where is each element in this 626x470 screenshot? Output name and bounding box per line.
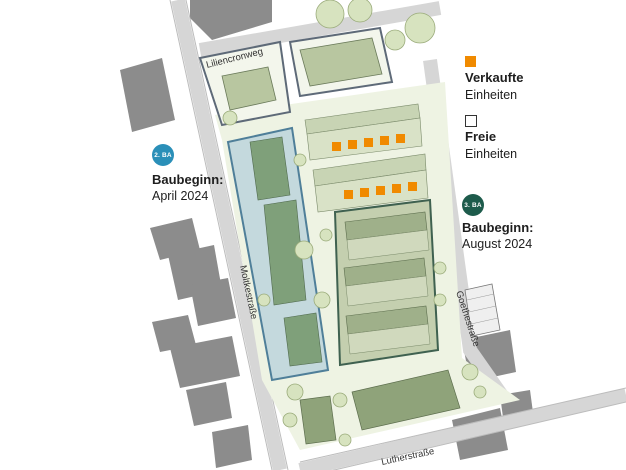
sold-unit-marker [344,190,353,199]
sold-unit-marker [364,138,373,147]
legend-sold-swatch [465,56,476,67]
tree [257,293,271,307]
legend-free-title: Freie [465,129,497,144]
tree [384,29,406,51]
tree [222,110,238,126]
legend-sold-title: Verkaufte [465,70,524,85]
sold-unit-marker [408,182,417,191]
sold-unit-marker [376,186,385,195]
phase3-area [333,198,440,367]
phase2-date: April 2024 [152,189,209,203]
tree [294,240,314,260]
tree [347,0,373,23]
tree [433,293,447,307]
block-liliencronweg [198,26,394,127]
tree [473,385,487,399]
tree [282,412,298,428]
tree [293,153,307,167]
tree [319,228,333,242]
trees [222,0,487,447]
lower-buildings [299,369,461,445]
tree [338,433,352,447]
tree [315,0,345,29]
tree [461,363,479,381]
phase2-area [226,126,330,382]
tree [332,392,348,408]
tree [433,261,447,275]
legend-free-sub: Einheiten [465,147,518,161]
sold-unit-marker [332,142,341,151]
legend-free-swatch [465,115,477,127]
legend-sold-sub: Einheiten [465,88,518,102]
phase3-title: Baubeginn: [462,220,534,235]
sold-units [332,134,417,199]
phase3-date: August 2024 [462,237,533,251]
sold-unit-marker [396,134,405,143]
tree [286,383,304,401]
sold-unit-marker [348,140,357,149]
sold-unit-marker [380,136,389,145]
phase2-badge: 2. BA [152,144,174,166]
sold-unit-marker [392,184,401,193]
parking-lot [464,283,501,337]
tree [313,291,331,309]
sold-unit-marker [360,188,369,197]
phase3-badge: 3. BA [462,194,484,216]
tree [404,12,436,44]
phase2-title: Baubeginn: [152,172,224,187]
